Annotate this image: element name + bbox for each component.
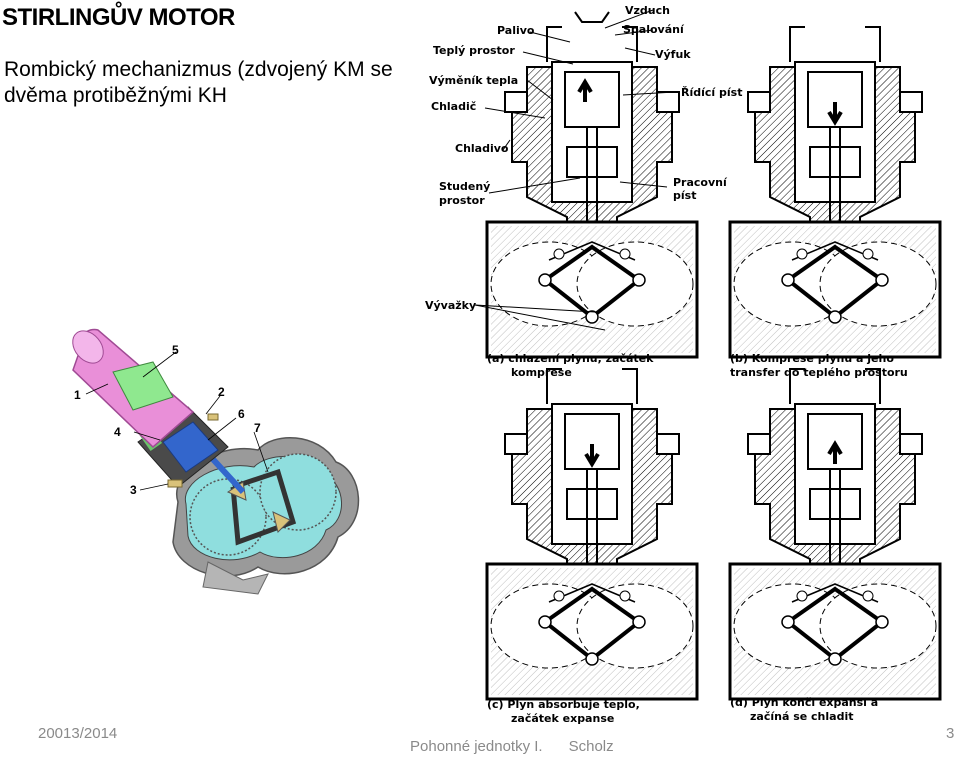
label-studeny-prostor-1: Studený	[439, 180, 490, 193]
slide-title: STIRLINGŮV MOTOR	[2, 4, 235, 31]
caption-c-line2: začátek expanse	[511, 712, 614, 725]
label-studeny-prostor-2: prostor	[439, 194, 485, 207]
stirling-cycle-diagram: Palivo Vzduch Spalování Teplý prostor Vý…	[425, 4, 942, 725]
caption-b-line1: (b) Komprese plynu a jeho	[730, 352, 894, 365]
footer-author: Scholz	[568, 738, 614, 755]
label-1: 1	[74, 388, 81, 402]
label-pracovni-pist-2: píst	[673, 189, 696, 202]
label-vyvazky: Vývažky	[425, 299, 476, 312]
gearbox-housing	[172, 436, 360, 595]
label-pracovni-pist-1: Pracovní	[673, 176, 728, 189]
engine-cutaway-illustration: 1 2 3 4 5 6 7	[72, 328, 360, 595]
label-vzduch: Vzduch	[625, 4, 670, 17]
caption-d-line1: (d) Plyn končí expansi a	[730, 696, 878, 709]
footer-year: 20013/2014	[38, 725, 118, 742]
caption-a-line1: (a) chlazení plynu, začátek	[487, 352, 654, 365]
rhombic-linkage	[230, 468, 297, 546]
label-vyfuk: Výfuk	[655, 48, 691, 61]
label-spalovani: Spalování	[623, 23, 685, 36]
label-chladic: Chladič	[431, 100, 476, 113]
panel-c	[485, 368, 699, 701]
caption-d-line2: začíná se chladit	[750, 710, 854, 723]
label-ridici-pist: Řídící píst	[681, 86, 742, 99]
caption-b-line2: transfer do teplého prostoru	[730, 366, 908, 379]
hot-cylinder	[72, 328, 195, 449]
label-4: 4	[114, 425, 121, 439]
caption-c-line1: (c) Plyn absorbuje teplo,	[487, 698, 640, 711]
slide-subtitle: Rombický mechanizmus (zdvojený KM se dvě…	[4, 58, 393, 107]
panel-a	[485, 11, 699, 359]
label-6: 6	[238, 407, 245, 421]
panel-d	[728, 368, 942, 701]
label-teply-prostor: Teplý prostor	[433, 44, 515, 57]
label-2: 2	[218, 385, 225, 399]
label-chladivo: Chladivo	[455, 142, 509, 155]
caption-a-line2: komprese	[511, 366, 572, 379]
panel-b	[728, 26, 942, 359]
footer-course-name: Pohonné jednotky I.	[410, 738, 543, 755]
label-palivo: Palivo	[497, 24, 535, 37]
footer-course: Pohonné jednotky I. Scholz	[410, 738, 614, 755]
label-5: 5	[172, 343, 179, 357]
page-number: 3	[946, 725, 955, 742]
label-3: 3	[130, 483, 137, 497]
label-vymenik-tepla: Výměník tepla	[429, 74, 518, 87]
label-7: 7	[254, 421, 261, 435]
